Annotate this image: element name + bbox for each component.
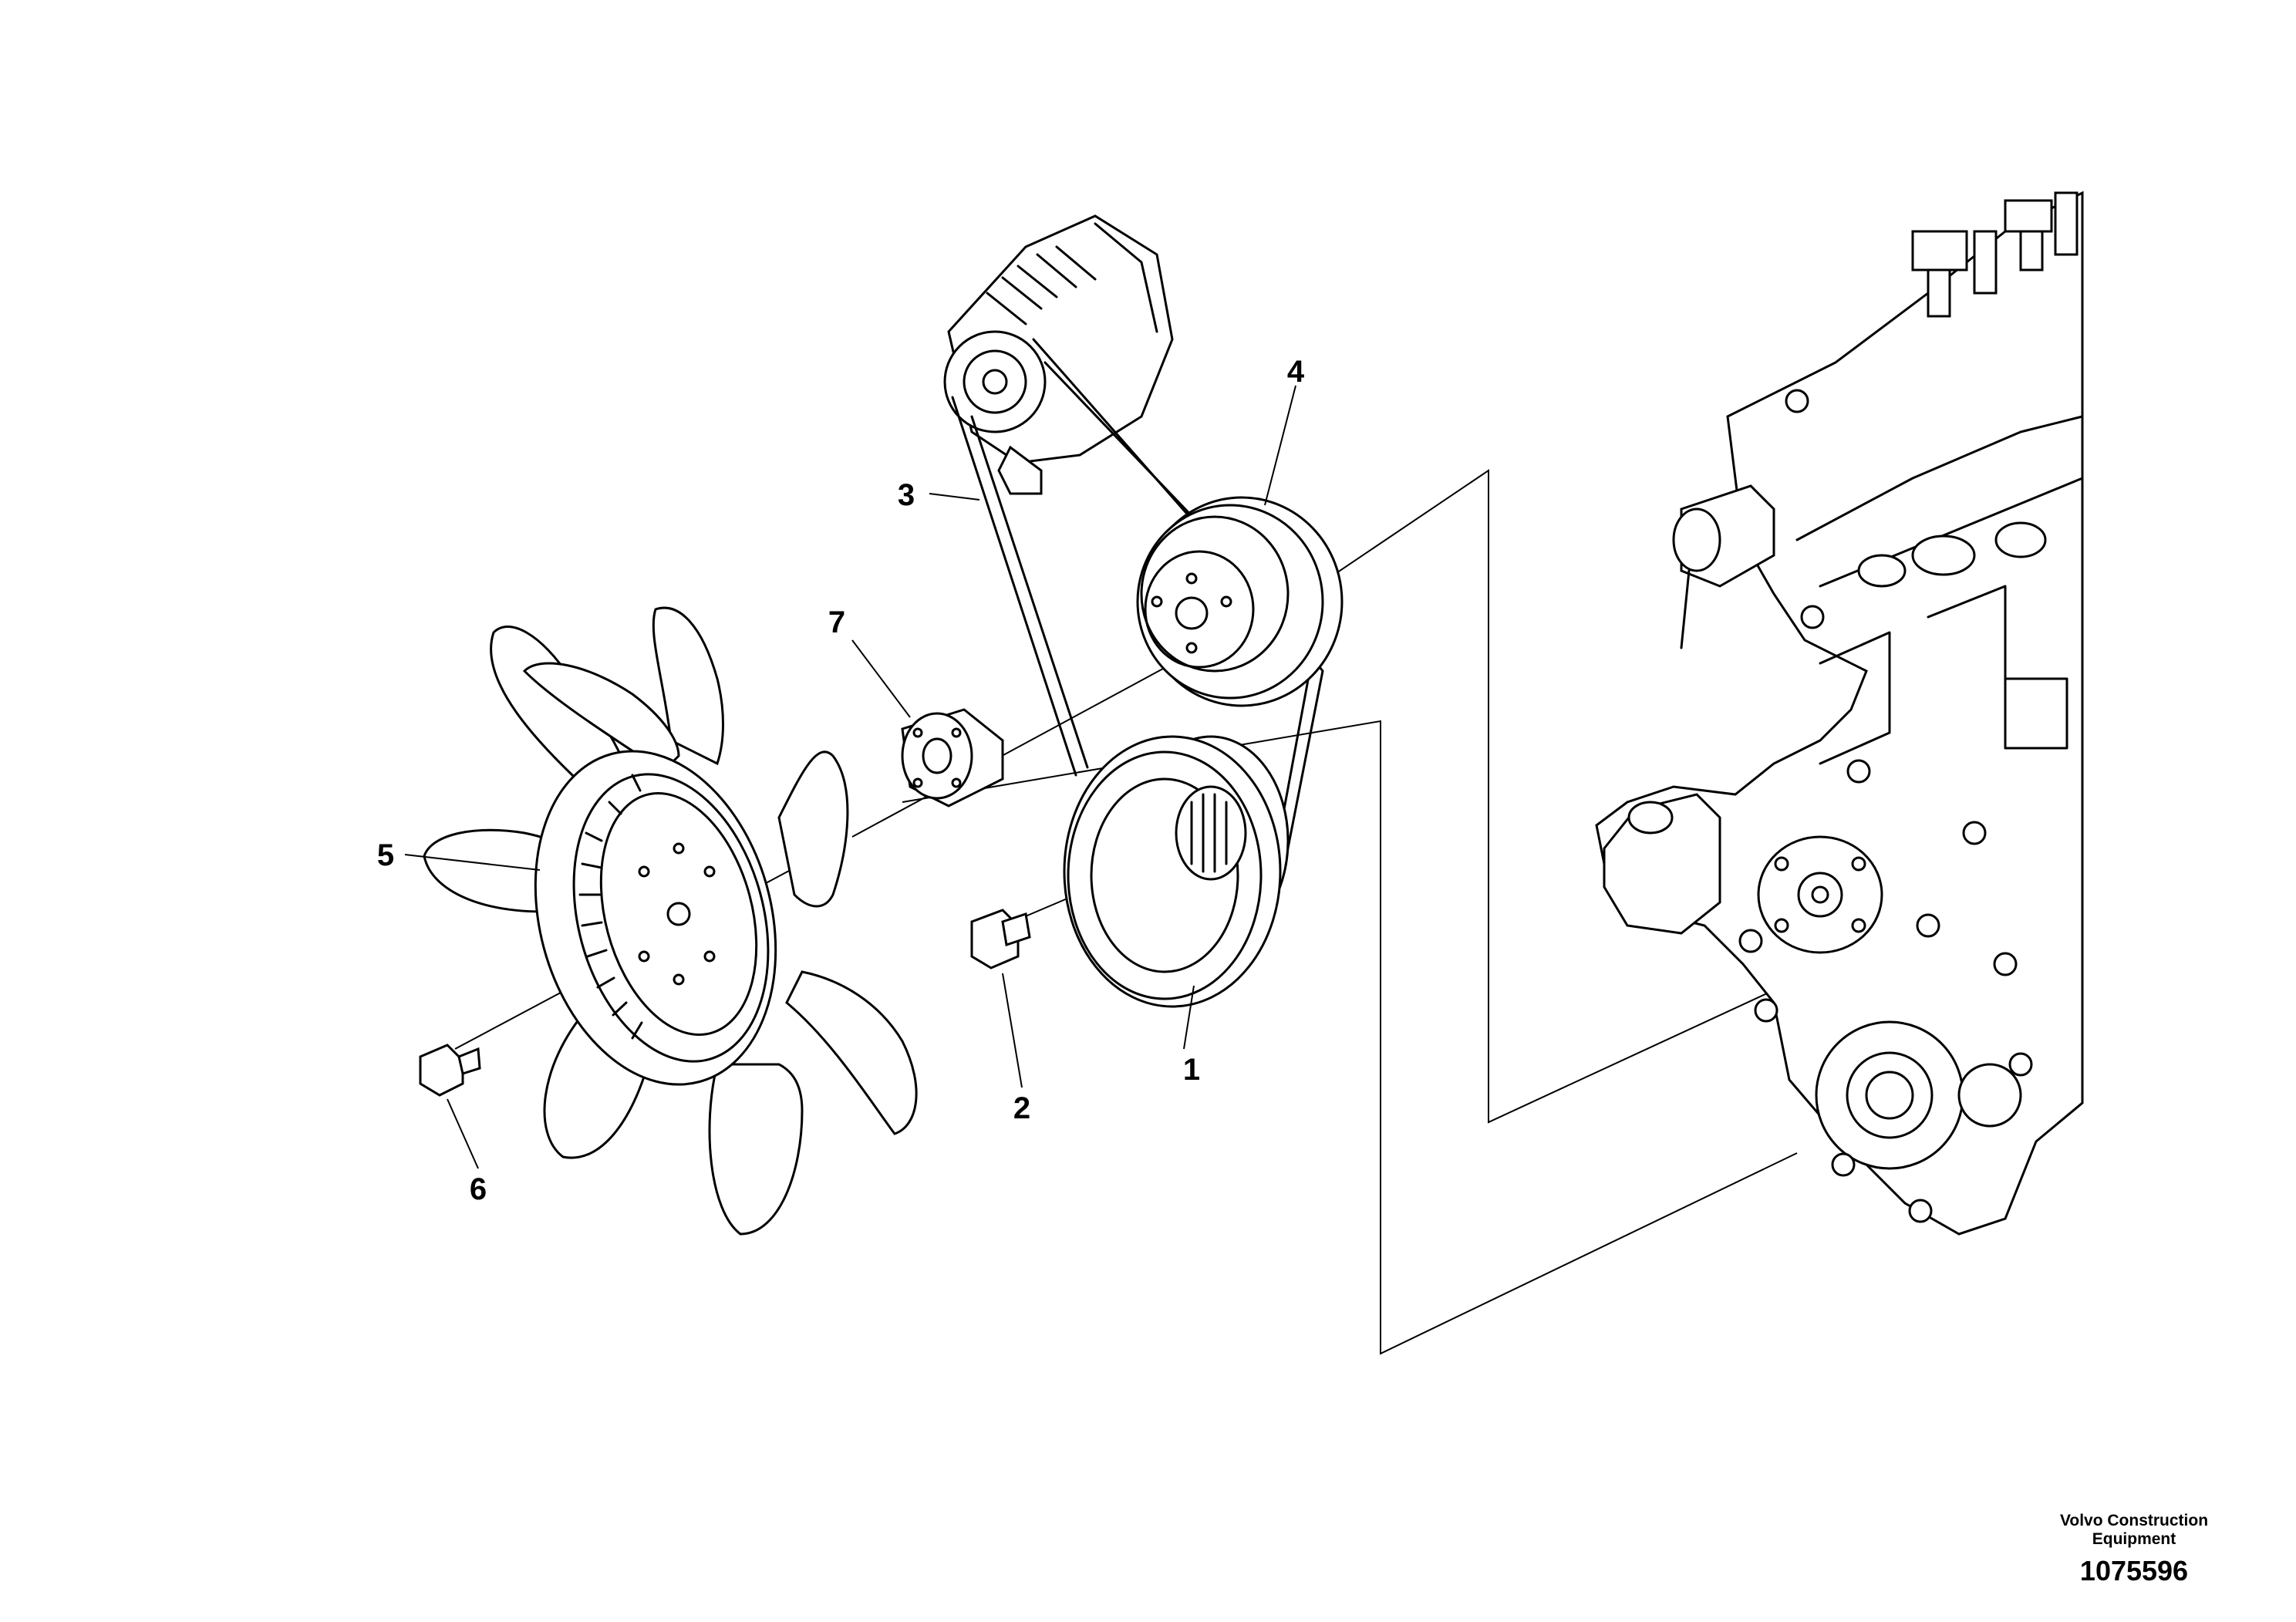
callout-6: 6 — [470, 1172, 487, 1206]
cover-bolts — [1738, 389, 2033, 1223]
brand-line-2: Equipment — [2092, 1530, 2176, 1548]
crankshaft-front — [1815, 1020, 2022, 1170]
callout-7: 7 — [828, 605, 845, 639]
callout-3: 3 — [898, 478, 915, 512]
callout-1: 1 — [1183, 1053, 1200, 1087]
water-pump-flange — [1757, 835, 1883, 954]
callout-5: 5 — [377, 838, 394, 872]
fuel-injectors — [1911, 191, 2079, 318]
crankshaft-pulley — [1063, 735, 1290, 1008]
callout-4: 4 — [1287, 355, 1305, 389]
drawing-footer: Volvo Construction Equipment 1075596 — [2034, 1512, 2234, 1587]
brand-line-1: Volvo Construction — [2059, 1512, 2209, 1529]
engine-block — [1595, 191, 2084, 1236]
water-pump-pulley — [1136, 496, 1344, 707]
alternator — [943, 214, 1174, 495]
drawing-number: 1075596 — [2079, 1555, 2189, 1587]
callout-2: 2 — [1013, 1091, 1030, 1125]
cooling-fan — [423, 606, 918, 1236]
pulley-bolt — [970, 909, 1031, 969]
callout-leaders — [404, 385, 1296, 1169]
callout-numbers: 1 2 3 4 5 6 7 — [377, 355, 1305, 1206]
fan-bolt — [419, 1044, 481, 1097]
fan-spacer — [901, 708, 1004, 808]
